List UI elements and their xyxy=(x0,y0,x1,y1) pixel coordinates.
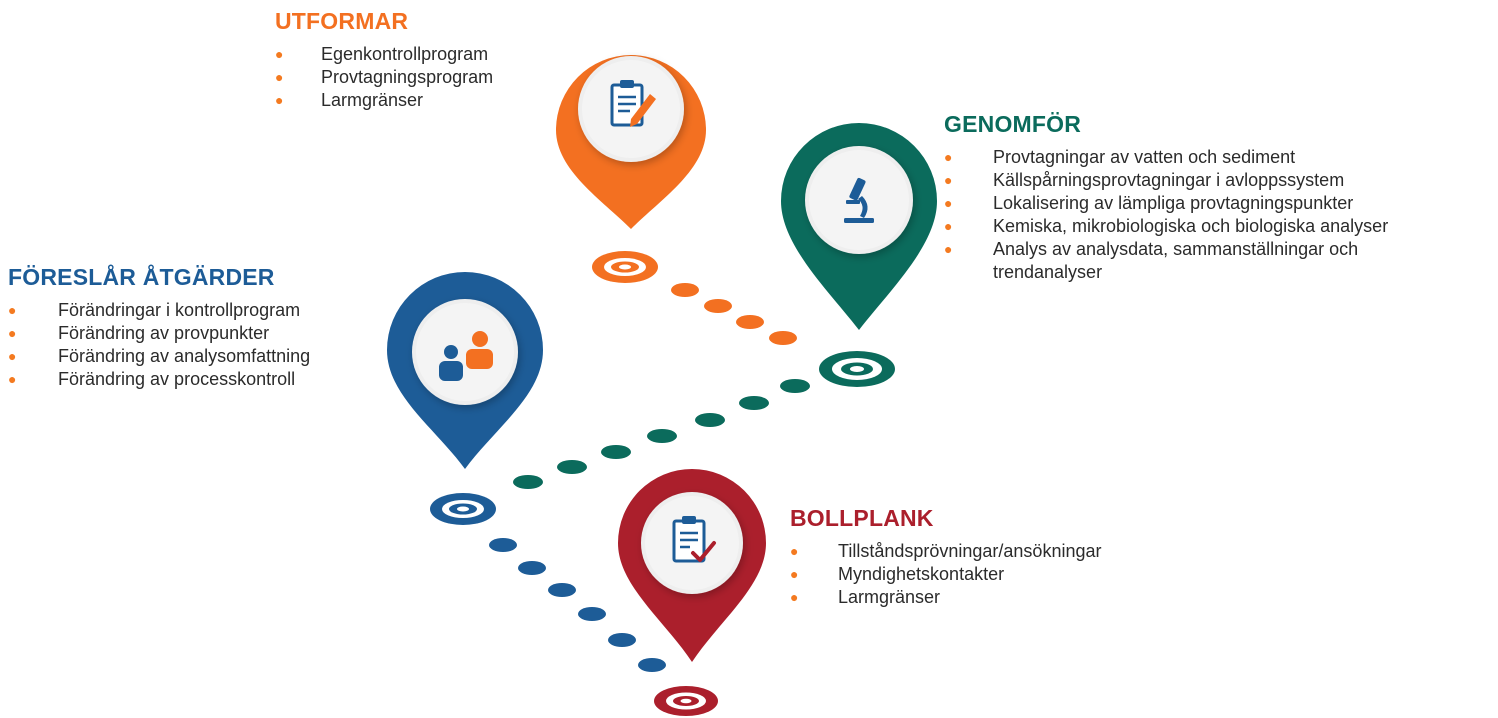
section-bollplank: BOLLPLANK ●Tillståndsprövningar/ansöknin… xyxy=(790,505,1101,609)
target-red xyxy=(654,686,718,716)
target-blue xyxy=(430,493,496,525)
section-utformar: UTFORMAR ●Egenkontrollprogram ●Provtagni… xyxy=(275,8,493,112)
bullet-icon: ● xyxy=(8,371,17,387)
list-item: ●Förändring av processkontroll xyxy=(8,369,296,389)
pin-foreslar xyxy=(387,272,543,469)
section-genomfor: GENOMFÖR ●Provtagningar av vatten och se… xyxy=(944,111,1498,284)
pin-utformar xyxy=(556,55,706,229)
target-orange xyxy=(592,251,658,283)
bullet-icon: ● xyxy=(275,46,284,62)
list-item: ●Provtagningsprogram xyxy=(275,67,494,87)
list-item: ●Myndighetskontakter xyxy=(790,564,1005,584)
clipboard-check-icon xyxy=(672,516,716,563)
list-item: ●Lokalisering av lämpliga provtagningspu… xyxy=(944,193,1354,213)
bullet-icon: ● xyxy=(790,589,799,605)
bullet-icon: ● xyxy=(944,172,953,188)
bullet-icon: ● xyxy=(944,241,953,257)
list-item: ●Förändring av provpunkter xyxy=(8,323,270,343)
clipboard-pencil-icon xyxy=(610,80,656,127)
bullet-icon: ● xyxy=(944,149,953,165)
bullet-icon: ● xyxy=(944,218,953,234)
bullet-icon: ● xyxy=(275,69,284,85)
list-item: ●Källspårningsprovtagningar i avloppssys… xyxy=(944,170,1345,190)
pin-bollplank xyxy=(618,469,766,662)
list-item: ●Provtagningar av vatten och sediment xyxy=(944,147,1296,167)
path-dots-green xyxy=(513,379,810,489)
list-item: ●Analys av analysdata, sammanställningar… xyxy=(944,239,1359,282)
path-dots-orange xyxy=(671,283,797,345)
section-title: UTFORMAR xyxy=(275,8,409,34)
target-green xyxy=(819,351,895,387)
list-item: ●Larmgränser xyxy=(275,90,424,110)
people-icon xyxy=(439,331,493,381)
list-item: ●Egenkontrollprogram xyxy=(275,44,489,64)
item-list: ●Tillståndsprövningar/ansökningar ●Myndi… xyxy=(790,540,1101,609)
microscope-icon xyxy=(844,177,874,223)
item-list: ●Provtagningar av vatten och sediment ●K… xyxy=(944,146,1498,284)
bullet-icon: ● xyxy=(790,543,799,559)
bullet-icon: ● xyxy=(8,348,17,364)
list-item: ●Larmgränser xyxy=(790,587,941,607)
bullet-icon: ● xyxy=(8,325,17,341)
bullet-icon: ● xyxy=(790,566,799,582)
bullet-icon: ● xyxy=(275,92,284,108)
section-title: FÖRESLÅR ÅTGÄRDER xyxy=(8,264,275,290)
list-item: ●Tillståndsprövningar/ansökningar xyxy=(790,541,1102,561)
section-title: GENOMFÖR xyxy=(944,111,1082,137)
pin-genomfor xyxy=(781,123,937,330)
path-dots-blue xyxy=(489,538,666,672)
list-item: ●Förändringar i kontrollprogram xyxy=(8,300,301,320)
list-item: ●Förändring av analysomfattning xyxy=(8,346,311,366)
item-list: ●Förändringar i kontrollprogram ●Förändr… xyxy=(8,299,310,391)
list-item: ●Kemiska, mikrobiologiska och biologiska… xyxy=(944,216,1389,236)
section-foreslar-atgarder: FÖRESLÅR ÅTGÄRDER ●Förändringar i kontro… xyxy=(8,264,310,391)
bullet-icon: ● xyxy=(8,302,17,318)
item-list: ●Egenkontrollprogram ●Provtagningsprogra… xyxy=(275,43,493,112)
bullet-icon: ● xyxy=(944,195,953,211)
section-title: BOLLPLANK xyxy=(790,505,934,531)
